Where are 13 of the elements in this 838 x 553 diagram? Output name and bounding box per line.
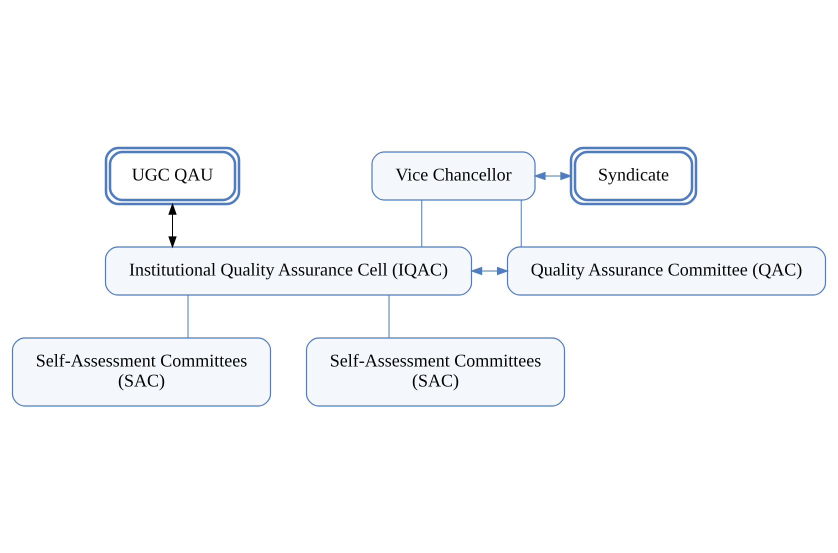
node-box: Self-Assessment Committees (SAC) <box>306 336 566 406</box>
node-box: Syndicate <box>570 146 698 205</box>
node-box: UGC QAU <box>104 146 240 205</box>
arrow <box>534 171 572 180</box>
node-box: Self-Assessment Committees (SAC) <box>12 336 272 406</box>
connector <box>388 294 390 338</box>
connector <box>520 199 522 247</box>
arrow <box>470 266 509 275</box>
arrow <box>168 202 177 248</box>
node-box: Vice Chancellor <box>371 150 536 200</box>
connector <box>421 199 422 247</box>
node-box: Institutional Quality Assurance Cell (IQAC) <box>104 246 472 296</box>
node-box: Quality Assurance Committee (QAC) <box>506 246 826 296</box>
